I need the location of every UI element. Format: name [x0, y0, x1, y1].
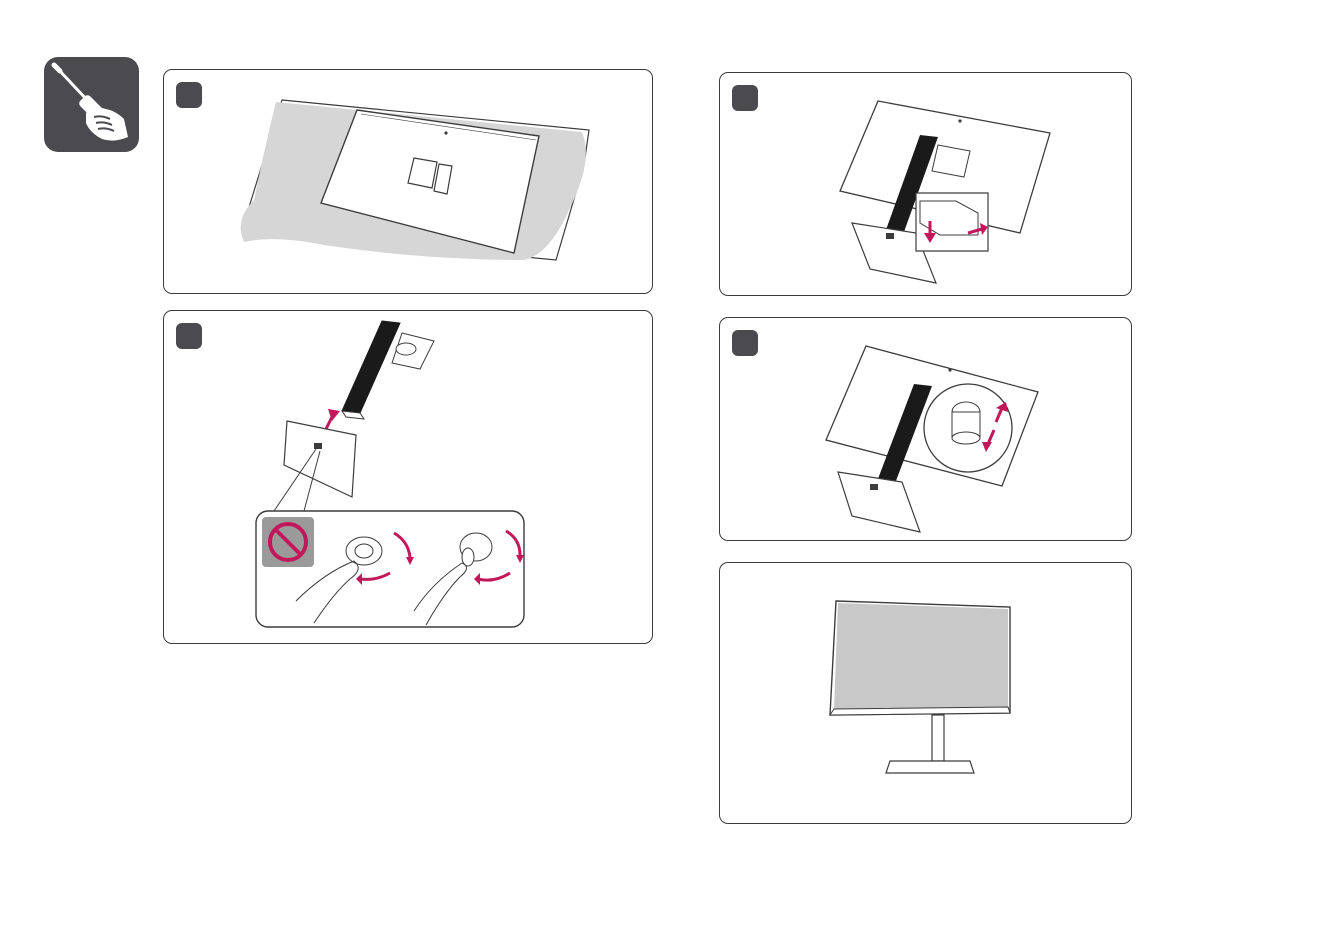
step-panel-3 — [719, 72, 1132, 296]
no-tool-prohibited-icon — [262, 517, 314, 567]
illustration-adjust-stand — [720, 318, 1132, 541]
step-panel-2 — [163, 310, 653, 644]
screwdriver-hand-icon — [44, 57, 139, 152]
step-panel-1 — [163, 69, 653, 294]
illustration-monitor-on-cover — [164, 70, 653, 294]
illustration-attach-stand-to-monitor — [720, 73, 1132, 296]
step-panel-5 — [719, 562, 1132, 824]
illustration-attach-base — [164, 311, 653, 644]
illustration-assembled-monitor — [720, 563, 1132, 824]
step-panel-4 — [719, 317, 1132, 541]
